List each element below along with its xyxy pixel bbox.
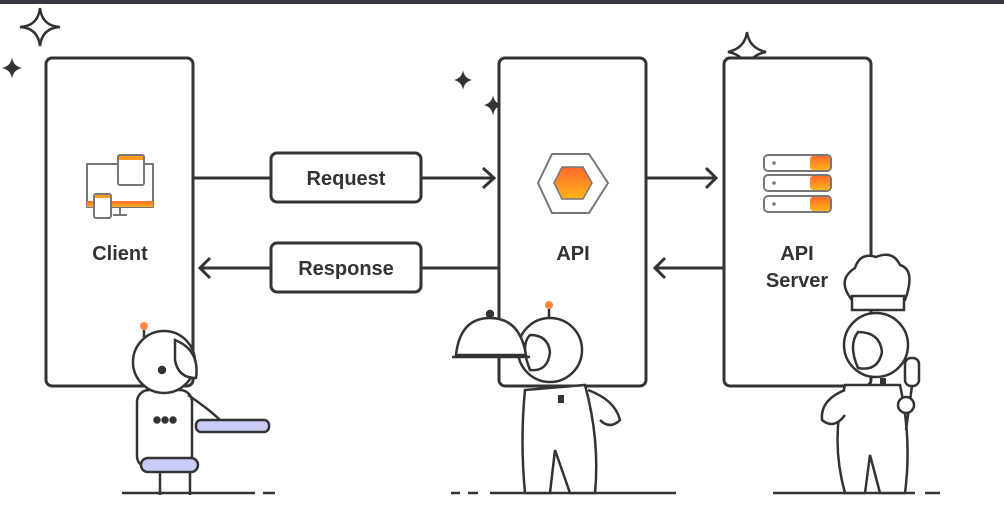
client-box xyxy=(44,56,195,388)
waiter-robot-illustration xyxy=(452,301,622,495)
api-to-server-arrow xyxy=(646,166,719,190)
server-box xyxy=(722,56,873,388)
hexagon-icon xyxy=(536,153,610,214)
chef-robot-illustration xyxy=(820,253,921,495)
sparkle-icon xyxy=(2,57,502,116)
devices-icon xyxy=(86,154,154,219)
server-label-line1: API xyxy=(780,243,813,265)
request-pill xyxy=(269,151,423,204)
client-robot-illustration xyxy=(131,322,271,495)
server-stack-icon xyxy=(763,154,832,213)
api-label: API xyxy=(556,243,589,265)
request-label: Request xyxy=(307,168,386,190)
server-to-api-arrow xyxy=(652,256,724,280)
server-label-line2: Server xyxy=(766,270,828,292)
response-pill xyxy=(269,241,423,294)
response-label: Response xyxy=(298,258,394,280)
top-bar xyxy=(0,0,1004,4)
client-label: Client xyxy=(92,243,148,265)
